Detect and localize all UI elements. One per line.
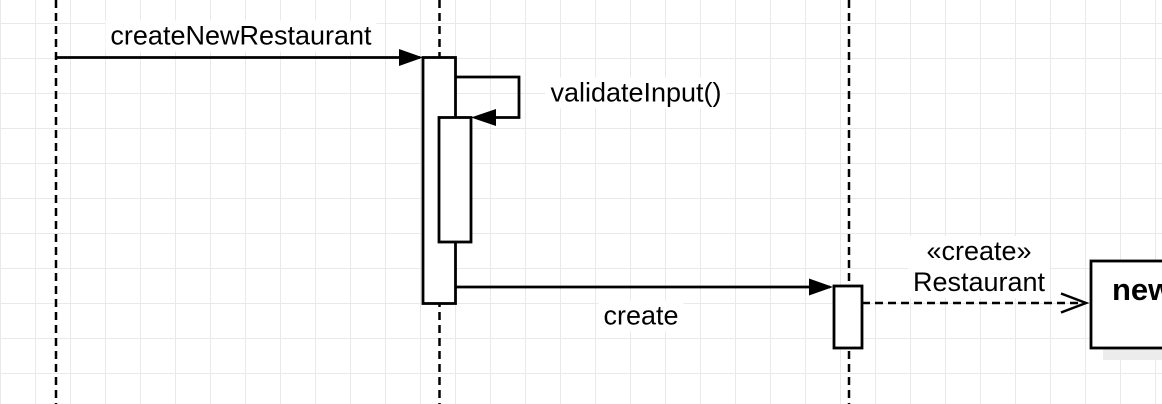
creation-stereotype-label: «create»	[926, 236, 1032, 266]
creation-open-arrowhead-icon	[1060, 292, 1090, 314]
message2-label[interactable]: create	[598, 300, 684, 332]
message2-arrowhead-icon	[809, 278, 833, 296]
activation-bar-nested[interactable]	[437, 116, 473, 244]
object-box-label[interactable]: new	[1112, 272, 1162, 307]
message1-label[interactable]: createNewRestaurant	[105, 20, 377, 52]
message1-arrowhead-icon	[399, 49, 423, 66]
self-call-label[interactable]: validateInput()	[545, 77, 727, 109]
self-call-line[interactable]	[455, 75, 521, 119]
activation-bar-target[interactable]	[832, 284, 864, 350]
creation-target-label: Restaurant	[912, 267, 1046, 297]
creation-label[interactable]: «create» Restaurant	[907, 236, 1051, 298]
self-call-arrowhead-icon	[471, 109, 496, 126]
object-box[interactable]	[1089, 259, 1162, 350]
